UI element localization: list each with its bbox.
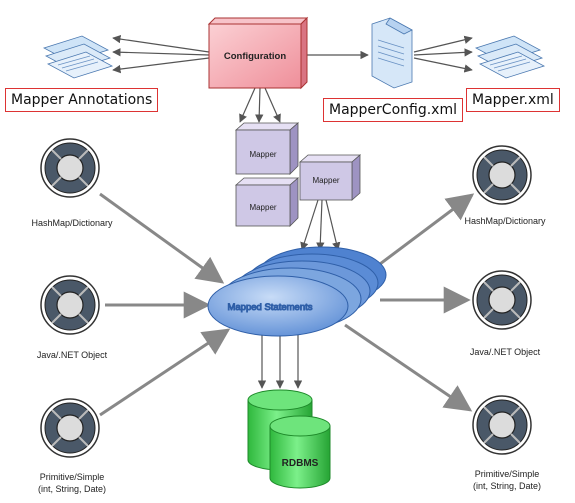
arrow-input-hashmap	[99, 192, 225, 284]
left-primitive-label: Primitive/Simple	[40, 472, 105, 482]
wheel-icon	[40, 275, 100, 335]
arrow-mapper-to-statement-2	[316, 199, 325, 251]
left-primitive-types-label: (int, String, Date)	[38, 484, 106, 494]
wheel-icon	[472, 395, 532, 455]
configuration-box: Configuration	[207, 16, 309, 90]
arrow-mapper-to-statement-1	[300, 199, 319, 251]
database-icon: RDBMS	[247, 389, 331, 489]
arrow-input-primitive	[99, 328, 231, 417]
mapped-statements-stack: Mapped Statements	[207, 246, 387, 337]
arrow-output-hashmap	[371, 193, 475, 272]
arrow-mapperconfig-to-mapperxml-3	[413, 57, 473, 73]
arrow-config-to-mapper-3	[264, 87, 281, 123]
io-arrows	[99, 192, 475, 417]
doc-stack-icon	[42, 35, 114, 79]
mapper-xml-label: Mapper.xml	[466, 88, 560, 112]
arrow-mapperconfig-to-mapperxml-1	[413, 35, 473, 53]
arrow-mapperconfig-to-mapperxml-2	[413, 48, 473, 57]
mapper-annotations-label: Mapper Annotations	[5, 88, 159, 112]
arrow-mapper-to-statement-3	[325, 199, 341, 251]
wheel-icon	[40, 398, 100, 458]
mapper-label: Mapper	[249, 203, 276, 212]
right-primitive-types-label: (int, String, Date)	[473, 481, 541, 491]
mapper-box-1: Mapper	[234, 122, 300, 175]
right-primitive-label: Primitive/Simple	[475, 469, 540, 479]
wheel-icon	[40, 138, 100, 198]
arrow-output-primitive	[344, 323, 473, 412]
doc-stack-icon	[474, 35, 546, 79]
mapped-statements-label: Mapped Statements	[227, 302, 312, 313]
mapper-label: Mapper	[312, 176, 339, 185]
right-javanet-label: Java/.NET Object	[470, 347, 541, 357]
wheel-icon	[472, 145, 532, 205]
arrows	[112, 34, 473, 389]
wheel-icon	[472, 270, 532, 330]
left-hashmap-label: HashMap/Dictionary	[31, 218, 113, 228]
arrow-config-to-mapper-1	[239, 87, 256, 123]
left-javanet-label: Java/.NET Object	[37, 350, 108, 360]
arrow-config-to-annotations-2	[112, 48, 210, 57]
arrow-config-to-mapper-2	[255, 87, 264, 123]
document-icon	[371, 17, 413, 89]
arrow-config-to-annotations-1	[112, 34, 210, 53]
arrow-config-to-annotations-3	[112, 57, 210, 74]
mapper-label: Mapper	[249, 150, 276, 159]
rdbms-label: RDBMS	[282, 458, 319, 469]
configuration-label: Configuration	[224, 51, 286, 62]
mapper-box-3: Mapper	[298, 154, 362, 201]
mapper-box-2: Mapper	[234, 177, 300, 227]
mapper-config-xml-label: MapperConfig.xml	[323, 98, 463, 122]
right-hashmap-label: HashMap/Dictionary	[464, 216, 546, 226]
